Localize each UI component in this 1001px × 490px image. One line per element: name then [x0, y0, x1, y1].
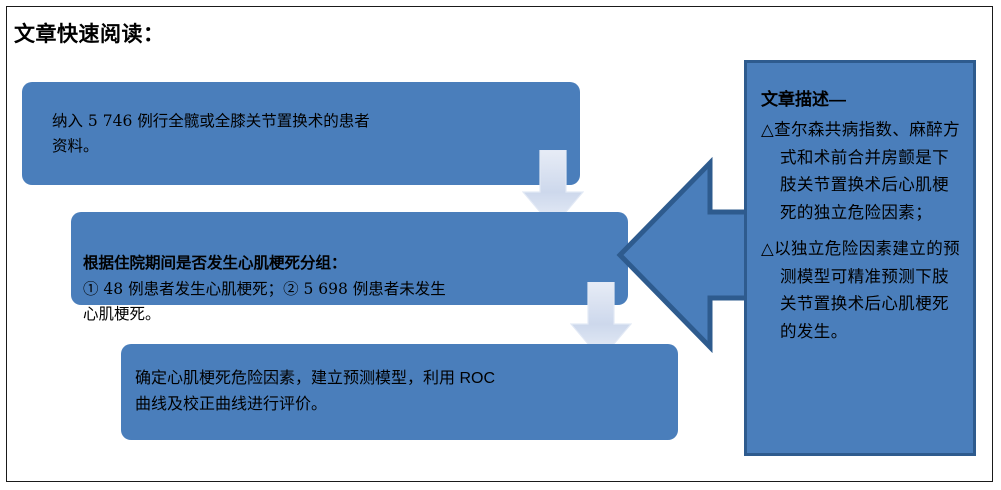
- flow-step-grouping: 根据住院期间是否发生心肌梗死分组： ① 48 例患者发生心肌梗死；② 5 698 …: [71, 212, 628, 323]
- flow-step-grouping-body: ① 48 例患者发生心肌梗死；② 5 698 例患者未发生 心肌梗死。: [83, 280, 446, 324]
- description-panel-item: △查尔森共病指数、麻醉方式和术前合并房颤是下肢关节置换术后心肌梗死的独立危险因素…: [761, 120, 960, 223]
- flow-step-grouping-text: 根据住院期间是否发生心肌梗死分组： ① 48 例患者发生心肌梗死；② 5 698 …: [83, 226, 612, 327]
- arrow-down-icon: [521, 149, 585, 228]
- flow-step-cohort-text: 纳入 5 746 例行全髋或全膝关节置换术的患者 资料。: [52, 111, 370, 155]
- flow-step-grouping-heading: 根据住院期间是否发生心肌梗死分组：: [83, 255, 347, 273]
- arrow-left-icon: [616, 155, 753, 355]
- description-panel-item: △以独立危险因素建立的预测模型可精准预测下肢关节置换术后心肌梗死的发生。: [761, 238, 960, 342]
- description-panel: 文章描述— △查尔森共病指数、麻醉方式和术前合并房颤是下肢关节置换术后心肌梗死的…: [744, 60, 976, 456]
- flow-step-analysis: 确定心肌梗死危险因素，建立预测模型，利用 ROC 曲线及校正曲线进行评价。: [121, 344, 678, 440]
- page-title: 文章快速阅读：: [14, 23, 165, 46]
- flow-step-analysis-text: 确定心肌梗死危险因素，建立预测模型，利用 ROC 曲线及校正曲线进行评价。: [135, 370, 496, 413]
- description-panel-title: 文章描述—: [761, 90, 846, 109]
- arrow-down-icon: [569, 281, 633, 360]
- flow-step-cohort: 纳入 5 746 例行全髋或全膝关节置换术的患者 资料。: [22, 82, 580, 185]
